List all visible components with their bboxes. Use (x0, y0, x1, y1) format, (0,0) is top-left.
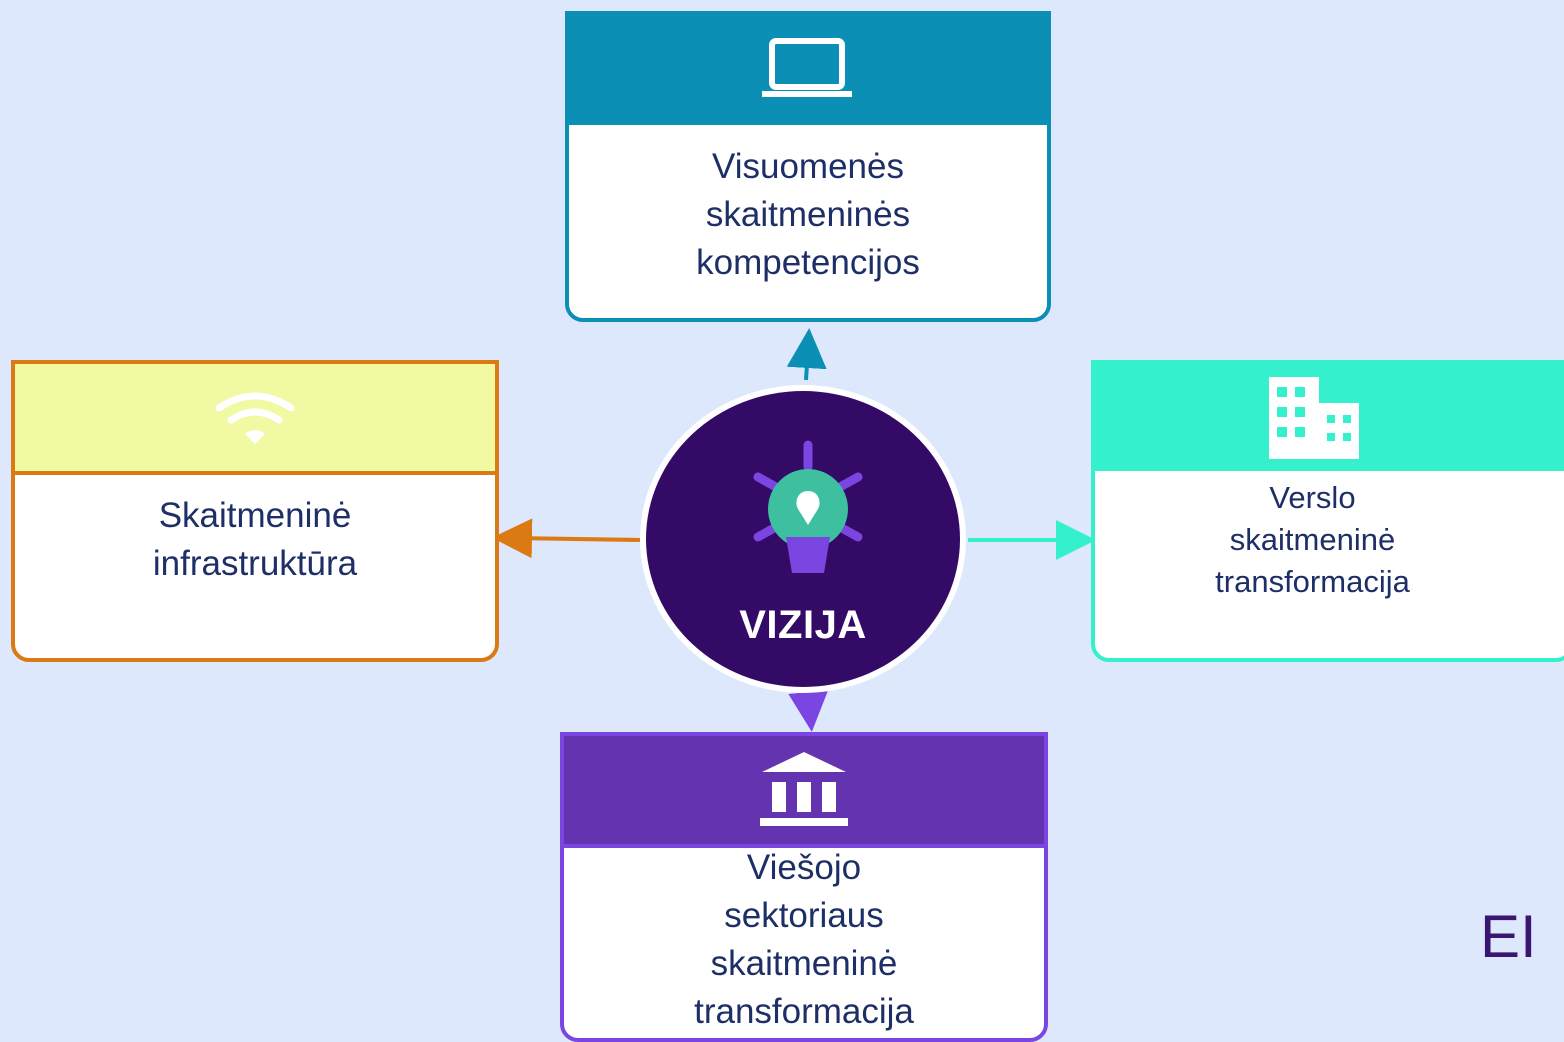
card-left-header (15, 364, 495, 475)
card-top-text: Visuomenės skaitmeninės kompetencijos (696, 147, 920, 282)
card-right-header (1095, 364, 1564, 471)
laptop-icon (762, 38, 852, 97)
card-bottom-header (564, 736, 1044, 848)
lightbulb-idea-icon (753, 440, 863, 573)
wifi-icon (215, 392, 295, 444)
office-building-icon (1268, 376, 1359, 459)
card-public-sector-transformation: Viešojo sektoriaus skaitmeninė transform… (560, 732, 1048, 1042)
card-business-transformation: Verslo skaitmeninė transformacija (1091, 360, 1564, 662)
vision-circle: VIZIJA (640, 385, 966, 693)
arrow-to-top (786, 328, 827, 381)
card-digital-competences: Visuomenės skaitmeninės kompetencijos (565, 11, 1051, 322)
card-bottom-text: Viešojo sektoriaus skaitmeninė transform… (694, 848, 914, 1031)
card-right-text: Verslo skaitmeninė transformacija (1215, 480, 1410, 599)
arrow-to-bottom (788, 689, 829, 732)
vision-label: VIZIJA (739, 603, 867, 647)
arrow-to-left (492, 518, 641, 559)
government-building-icon (760, 752, 848, 826)
card-top-header (569, 15, 1047, 125)
corner-logo-mark: EI (1480, 903, 1537, 970)
card-digital-infrastructure: Skaitmeninė infrastruktūra (11, 360, 499, 662)
card-left-text: Skaitmeninė infrastruktūra (152, 496, 358, 583)
